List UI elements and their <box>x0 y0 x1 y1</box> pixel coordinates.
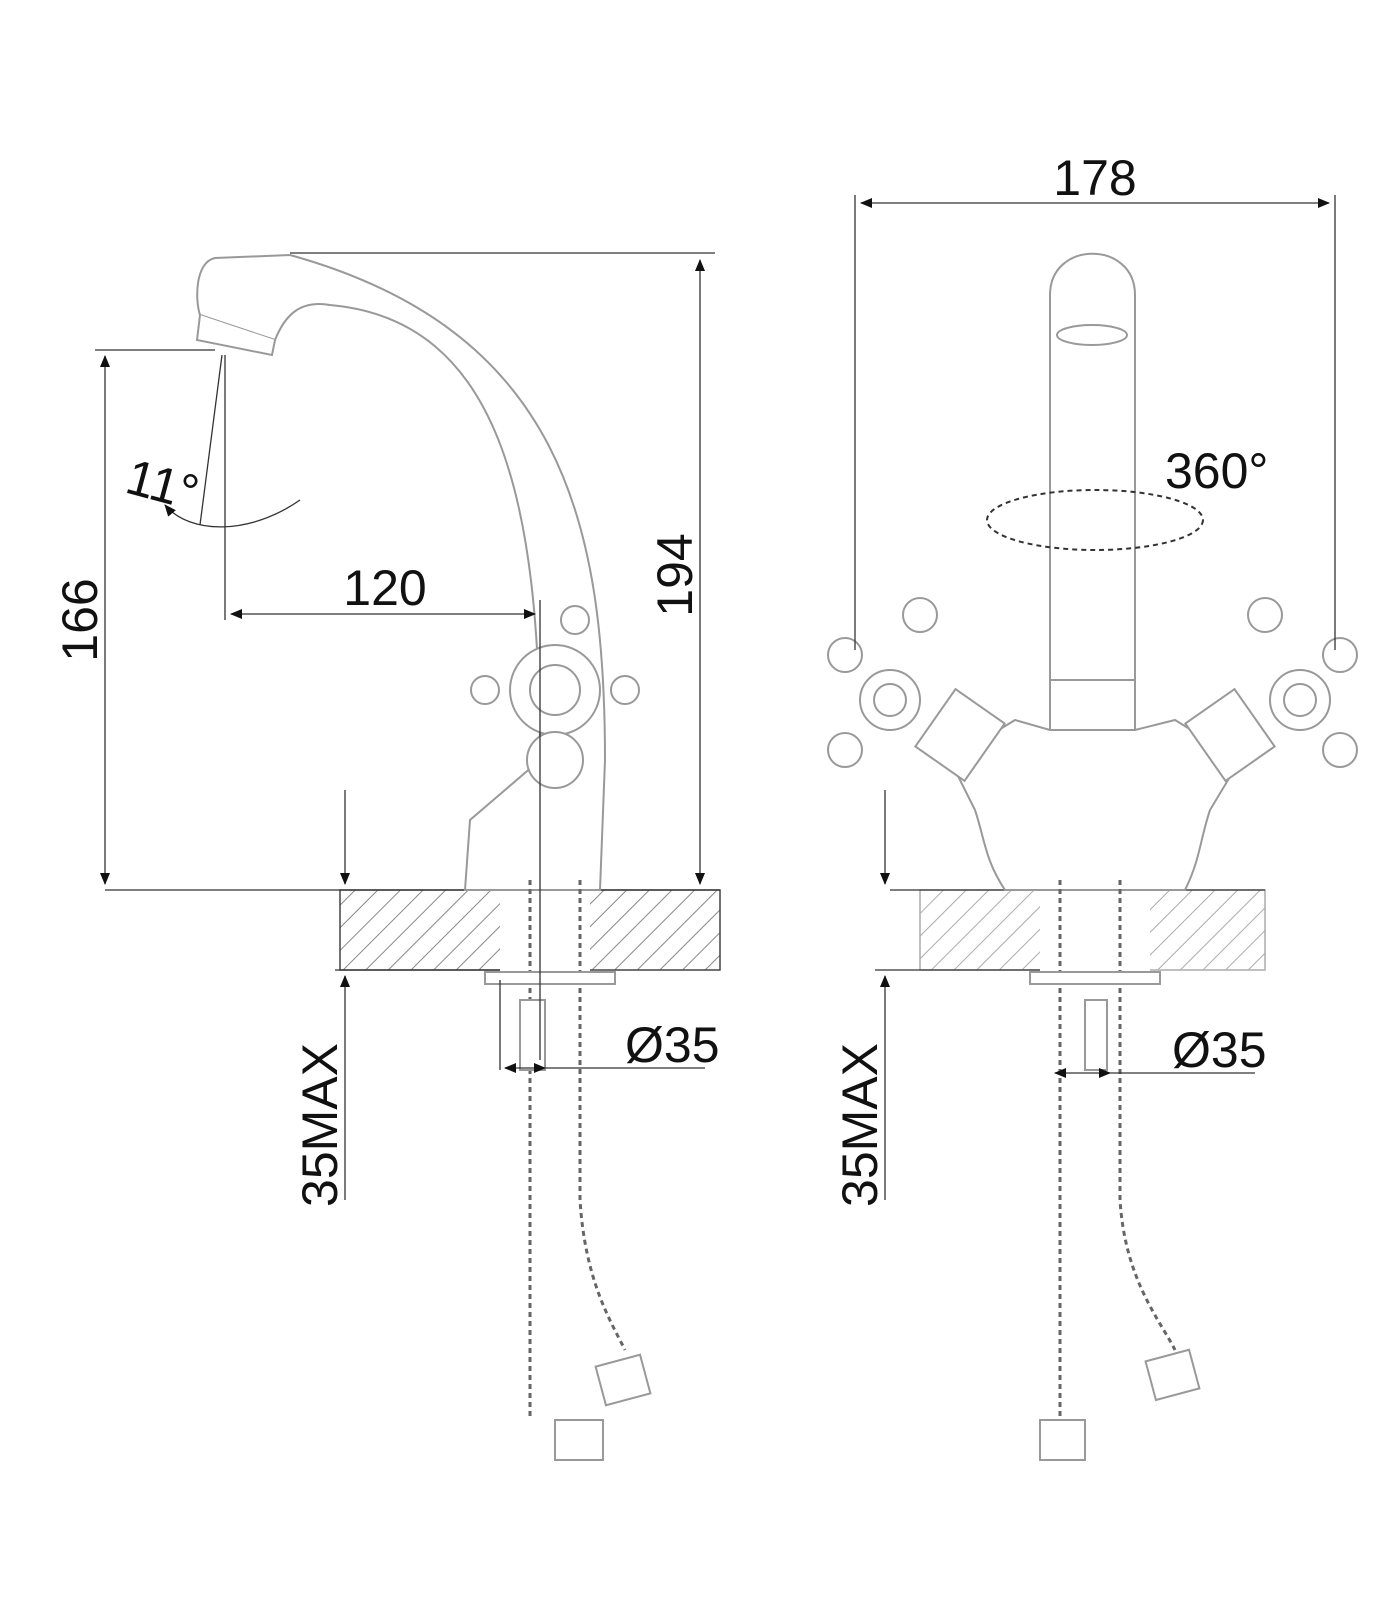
hose-nut <box>554 1419 604 1461</box>
mounting-plate <box>1029 971 1161 985</box>
dim-outlet-height: 166 <box>52 578 108 661</box>
front-view: 178 360° 35MAX Ø35 <box>827 150 1358 1461</box>
dim-swivel: 360° <box>1165 443 1268 499</box>
dim-width-total: 178 <box>1053 150 1136 206</box>
mounting-stud <box>1084 999 1108 1071</box>
handle <box>470 605 640 789</box>
hose-nut <box>1144 1348 1201 1402</box>
dim-spout-angle: 11° <box>121 448 205 521</box>
dim-counter-thickness: 35MAX <box>832 1043 888 1207</box>
dim-counter-thickness: 35MAX <box>292 1043 348 1207</box>
dim-hole-diameter: Ø35 <box>625 1017 720 1073</box>
dim-hole-diameter: Ø35 <box>1172 1022 1267 1078</box>
hose <box>578 880 627 1351</box>
mounting-stud <box>519 999 546 1071</box>
mounting-plate <box>484 971 616 985</box>
handle-left <box>827 597 938 768</box>
side-view: 194 166 11° 120 35MAX Ø35 <box>52 252 721 1461</box>
spout <box>1049 252 1136 731</box>
swivel-indicator <box>986 489 1204 551</box>
dim-height-total: 194 <box>647 533 703 616</box>
hose-nut <box>1039 1419 1086 1461</box>
aerator <box>1056 324 1128 346</box>
faucet-body <box>948 718 1242 891</box>
hose-nut <box>594 1353 652 1407</box>
handle-right <box>1247 597 1358 768</box>
aerator <box>195 314 276 357</box>
dim-reach: 120 <box>343 560 426 616</box>
